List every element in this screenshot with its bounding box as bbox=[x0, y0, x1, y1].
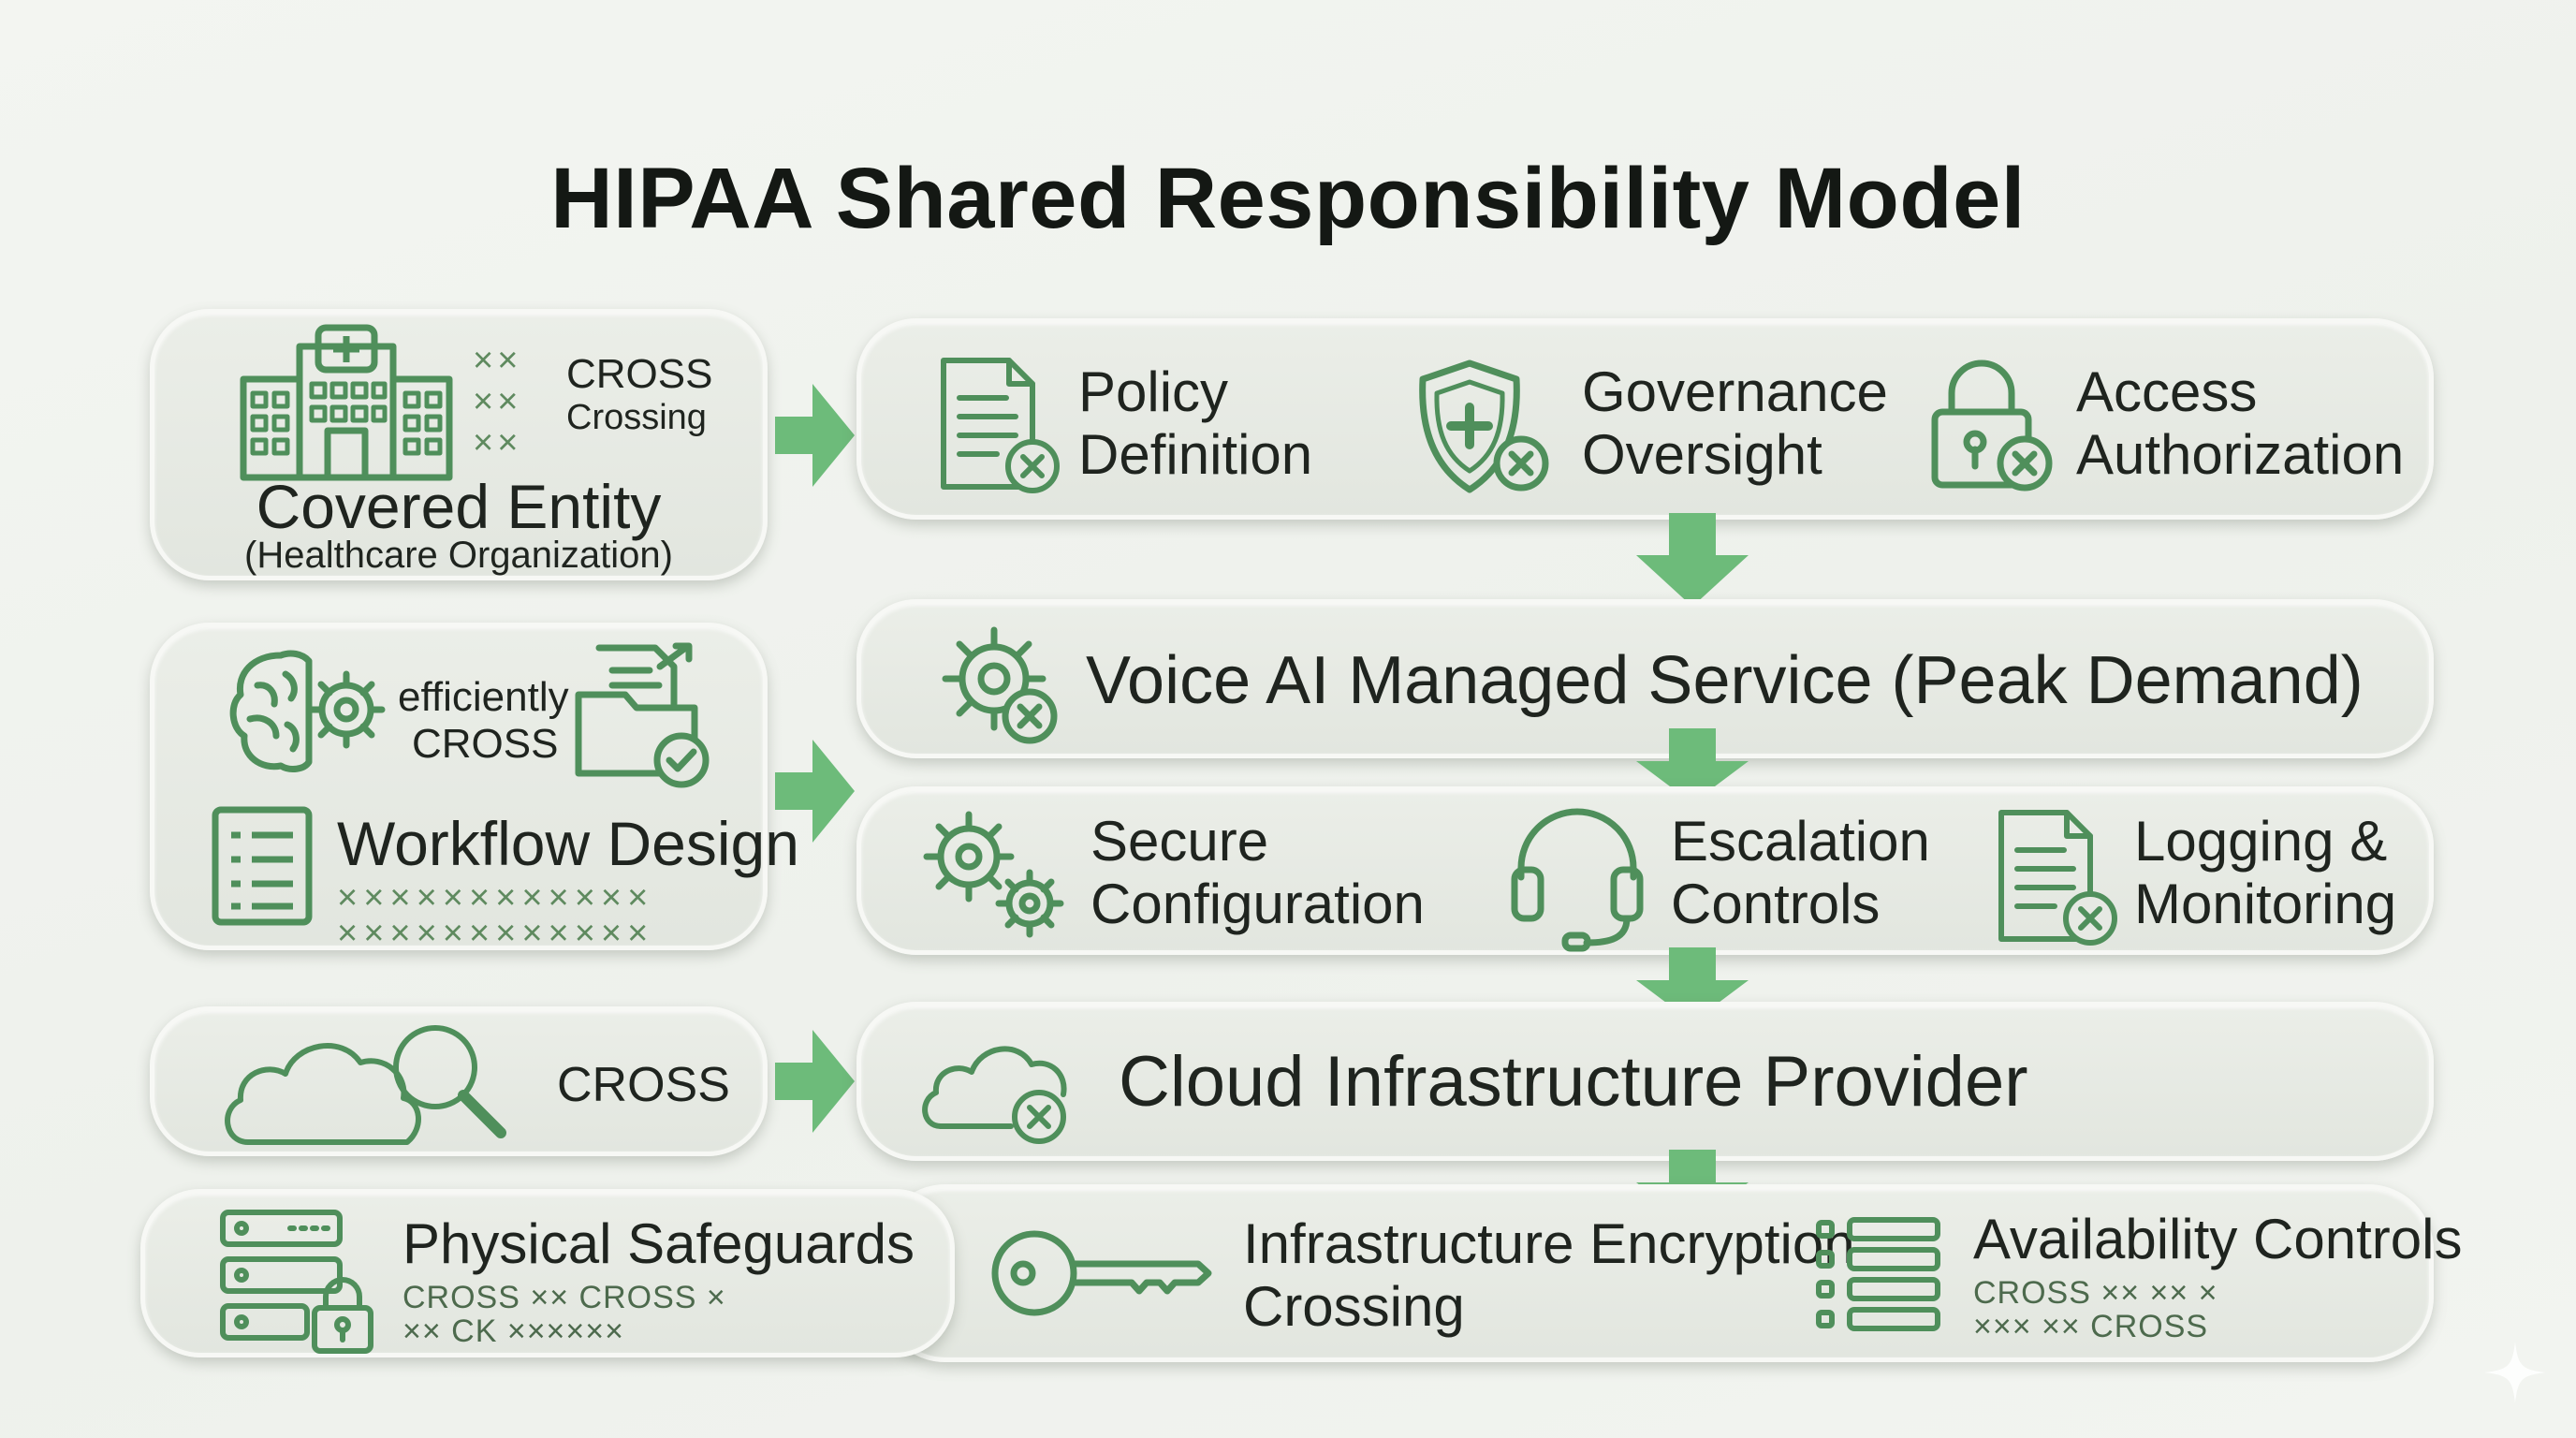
efficiently-label: efficiently bbox=[398, 674, 569, 720]
availability-controls-title: Availability Controls bbox=[1973, 1208, 2463, 1270]
gears-icon bbox=[917, 805, 1076, 946]
key-icon bbox=[988, 1222, 1212, 1325]
arrow-right-1 bbox=[775, 384, 855, 492]
list-icon bbox=[1814, 1215, 1945, 1337]
cloud-cross-label: CROSS bbox=[557, 1058, 730, 1112]
list-icon bbox=[211, 805, 314, 927]
physical-safeguards-line1: CROSS ×× CROSS × bbox=[402, 1280, 726, 1315]
voice-ai-label: Voice AI Managed Service (Peak Demand) bbox=[1086, 643, 2364, 718]
shield-x-icon bbox=[1409, 359, 1559, 499]
crossing-label: Crossing bbox=[566, 398, 707, 437]
folder-check-icon bbox=[571, 638, 721, 788]
covered-entity-subtitle: (Healthcare Organization) bbox=[244, 535, 673, 576]
sparkle-icon bbox=[2482, 1340, 2548, 1410]
gear-x-icon bbox=[936, 621, 1067, 752]
cloud-x-icon bbox=[917, 1023, 1076, 1154]
workflow-design-card: efficiently CROSS Workflow Design ××××××… bbox=[150, 623, 799, 953]
cloud-search-icon bbox=[220, 1016, 538, 1156]
arrow-right-3 bbox=[775, 1030, 855, 1137]
arrow-down-2 bbox=[1636, 728, 1749, 808]
cloud-search-card: CROSS bbox=[150, 1006, 768, 1156]
document-x-icon bbox=[1994, 808, 2125, 948]
availability-controls-line1: CROSS ×× ×× × bbox=[1973, 1275, 2218, 1311]
workflow-cross-label: CROSS bbox=[412, 721, 559, 767]
voice-ai-managed-service: Voice AI Managed Service (Peak Demand) bbox=[856, 599, 2434, 758]
physical-safeguards-line2: ×× CK ×××××× bbox=[402, 1313, 624, 1349]
workflow-design-title: Workflow Design bbox=[337, 809, 799, 878]
bottom-backdrop bbox=[880, 1184, 2434, 1362]
cross-marks: ×××××× bbox=[473, 341, 522, 462]
logging-monitoring-label: Logging &Monitoring bbox=[2134, 810, 2397, 936]
cloud-infrastructure-provider: Cloud Infrastructure Provider bbox=[856, 1002, 2434, 1161]
workflow-crosses: ×××××××××××××××××××××××× bbox=[337, 878, 654, 953]
headset-icon bbox=[1507, 802, 1647, 952]
hospital-icon bbox=[239, 323, 454, 482]
document-x-icon bbox=[936, 356, 1067, 496]
availability-controls-line2: ××× ×× CROSS bbox=[1973, 1309, 2209, 1344]
lock-x-icon bbox=[1924, 356, 2064, 496]
arrow-right-2 bbox=[775, 740, 855, 847]
brain-gear-icon bbox=[229, 646, 388, 777]
cloud-infrastructure-label: Cloud Infrastructure Provider bbox=[1119, 1042, 2028, 1122]
physical-safeguards-title: Physical Safeguards bbox=[402, 1212, 915, 1275]
server-lock-icon bbox=[215, 1205, 374, 1355]
diagram-title: HIPAA Shared Responsibility Model bbox=[550, 151, 2026, 246]
covered-entity-title: Covered Entity bbox=[256, 472, 662, 541]
cross-label: CROSS bbox=[566, 351, 713, 397]
arrow-down-3 bbox=[1636, 947, 1749, 1027]
covered-entity-card: ×××××× CROSS Crossing Covered Entity (He… bbox=[150, 309, 768, 580]
arrow-down-1 bbox=[1636, 513, 1749, 611]
physical-safeguards-card: Physical Safeguards CROSS ×× CROSS × ×× … bbox=[140, 1189, 955, 1357]
